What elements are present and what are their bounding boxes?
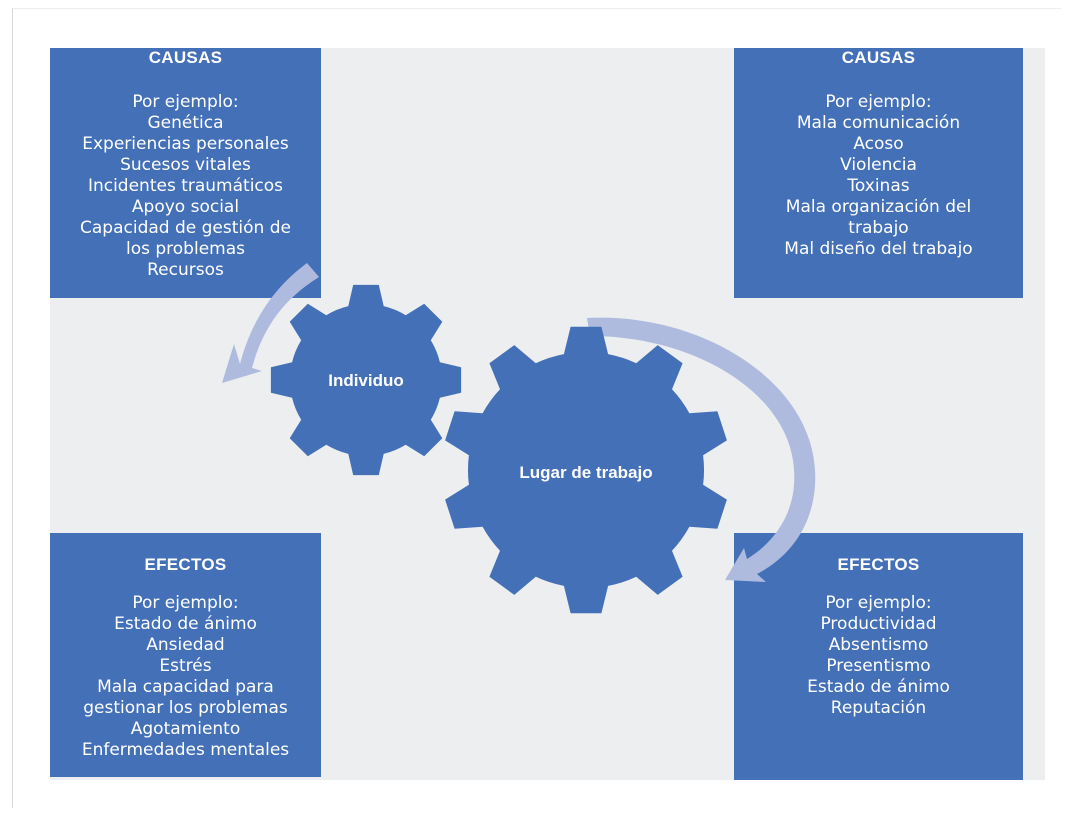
list-item: los problemas	[125, 239, 245, 259]
arrow-to-individual	[222, 263, 319, 383]
effects-individual-subtitle: Por ejemplo:	[132, 593, 239, 613]
list-item: Estado de ánimo	[114, 614, 257, 634]
list-item: Apoyo social	[131, 197, 240, 217]
list-item: Productividad	[820, 614, 937, 634]
list-item: Sucesos vitales	[120, 155, 251, 175]
effects-workplace-subtitle: Por ejemplo:	[825, 593, 932, 613]
list-item: Violencia	[840, 155, 917, 175]
list-item: Acoso	[853, 134, 904, 154]
gear-individuo-label: Individuo	[328, 371, 404, 390]
causes-workplace-title: CAUSAS	[841, 48, 916, 67]
causes-individual-subtitle: Por ejemplo:	[132, 92, 239, 112]
effects-individual-title: EFECTOS	[144, 555, 227, 574]
effects-workplace-box: EFECTOS Por ejemplo: Productividad Absen…	[734, 533, 1023, 780]
list-item: Presentismo	[826, 656, 931, 676]
causes-workplace-list: Mala comunicación Acoso Violencia Toxina…	[784, 113, 972, 260]
list-item: Agotamiento	[130, 719, 241, 739]
arrow-to-effects-workplace	[587, 317, 816, 582]
list-item: Reputación	[830, 698, 927, 718]
causes-individual-list: Genética Experiencias personales Sucesos…	[80, 113, 291, 281]
gear-large-shape	[445, 326, 727, 614]
list-item: Recursos	[147, 260, 224, 280]
gear-individuo: Individuo	[270, 284, 462, 476]
list-item: Mal diseño del trabajo	[784, 239, 973, 259]
effects-workplace-title: EFECTOS	[837, 555, 920, 574]
gear-small-shape	[270, 284, 462, 476]
gear-lugar-de-trabajo: Lugar de trabajo	[445, 326, 727, 614]
list-item: Experiencias personales	[82, 134, 289, 154]
list-item: Incidentes traumáticos	[87, 176, 284, 196]
list-item: gestionar los problemas	[83, 698, 288, 718]
effects-individual-box: EFECTOS Por ejemplo: Estado de ánimo Ans…	[50, 533, 321, 777]
effects-workplace-list: Productividad Absentismo Presentismo Est…	[807, 614, 950, 719]
list-item: Capacidad de gestión de	[80, 218, 291, 238]
list-item: Toxinas	[847, 176, 910, 196]
page-frame	[12, 8, 1061, 808]
list-item: Absentismo	[828, 635, 929, 655]
list-item: Enfermedades mentales	[81, 740, 290, 760]
list-item: Ansiedad	[146, 635, 225, 655]
list-item: Estado de ánimo	[807, 677, 950, 697]
list-item: Mala comunicación	[796, 113, 961, 133]
causes-workplace-box: CAUSAS Por ejemplo: Mala comunicación Ac…	[734, 48, 1023, 298]
causes-individual-box: CAUSAS Por ejemplo: Genética Experiencia…	[50, 48, 321, 298]
list-item: trabajo	[848, 218, 909, 238]
causes-workplace-subtitle: Por ejemplo:	[825, 92, 932, 112]
list-item: Mala organización del	[785, 197, 972, 217]
causes-individual-title: CAUSAS	[148, 48, 223, 67]
list-item: Genética	[147, 113, 224, 133]
gear-lugar-label: Lugar de trabajo	[519, 463, 652, 482]
list-item: Mala capacidad para	[97, 677, 274, 697]
list-item: Estrés	[159, 656, 212, 676]
effects-individual-list: Estado de ánimo Ansiedad Estrés Mala cap…	[82, 614, 289, 761]
